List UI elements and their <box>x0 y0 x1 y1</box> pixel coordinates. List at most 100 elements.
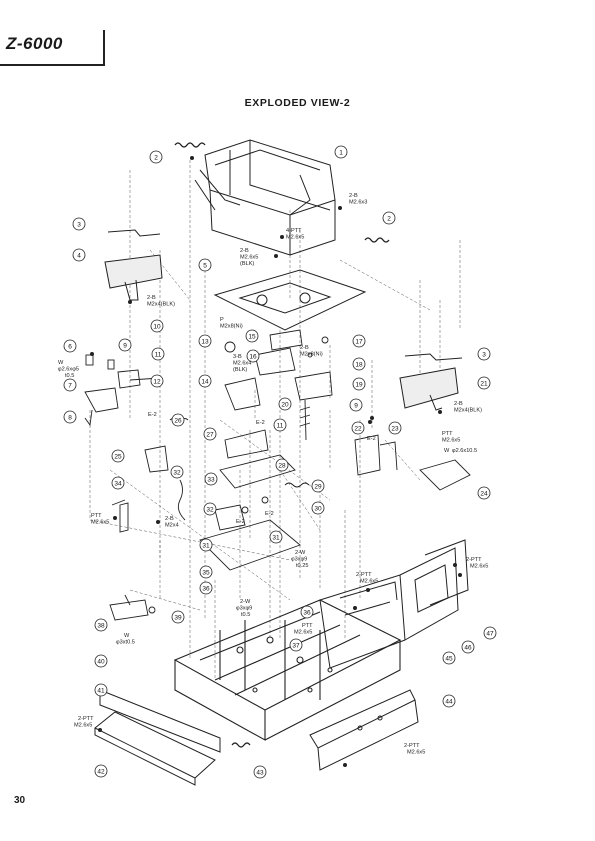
svg-text:39: 39 <box>174 615 182 622</box>
right-arm-21 <box>399 367 459 411</box>
svg-text:16: 16 <box>249 354 257 361</box>
svg-text:1: 1 <box>339 150 343 157</box>
center-mechanism <box>224 329 333 441</box>
left-assembly-parts <box>84 354 161 427</box>
svg-text:3: 3 <box>482 352 486 359</box>
svg-text:42: 42 <box>97 769 105 776</box>
label-e2: E-2 <box>148 412 157 418</box>
callout-7: 7 <box>63 378 77 392</box>
svg-text:33: 33 <box>207 477 215 484</box>
svg-text:E-2: E-2 <box>256 420 265 426</box>
svg-text:13: 13 <box>201 339 209 346</box>
callout-45: 45 <box>442 651 456 665</box>
left-arm-4 <box>104 254 163 301</box>
callout-32: 32 <box>203 502 217 516</box>
svg-text:29: 29 <box>314 484 322 491</box>
side-panels-41-42 <box>94 689 221 786</box>
callout-33: 33 <box>204 472 218 486</box>
screws <box>90 156 462 767</box>
callout-3: 3 <box>477 347 491 361</box>
svg-text:36: 36 <box>303 610 311 617</box>
svg-text:2: 2 <box>154 155 158 162</box>
callout-3: 3 <box>72 217 86 231</box>
svg-text:11: 11 <box>155 352 162 359</box>
svg-text:31: 31 <box>272 535 280 542</box>
callout-44: 44 <box>442 694 456 708</box>
svg-text:7: 7 <box>68 383 72 390</box>
callout-27: 27 <box>203 427 217 441</box>
svg-text:10: 10 <box>153 324 161 331</box>
callout-21: 21 <box>477 376 491 390</box>
label-e2: E-2 <box>236 519 245 525</box>
svg-text:32: 32 <box>173 470 181 477</box>
svg-text:36: 36 <box>202 586 210 593</box>
main-chassis-40 <box>173 599 402 741</box>
label-e2: E-2 <box>367 436 376 442</box>
callout-9: 9 <box>349 398 363 412</box>
callout-38: 38 <box>94 618 108 632</box>
svg-text:18: 18 <box>355 362 363 369</box>
callout-16: 16 <box>246 349 260 363</box>
callout-9: 9 <box>118 338 132 352</box>
callout-23: 23 <box>388 421 402 435</box>
rear-bracket-44 <box>309 689 419 771</box>
lever-38-39 <box>109 594 156 621</box>
callout-11: 11 <box>273 418 287 432</box>
callout-26: 26 <box>171 413 185 427</box>
callout-14: 14 <box>198 374 212 388</box>
svg-text:9: 9 <box>123 343 127 350</box>
callout-6: 6 <box>63 339 77 353</box>
callout-4: 4 <box>72 248 86 262</box>
callout-41: 41 <box>94 683 108 697</box>
callout-24: 24 <box>477 486 491 500</box>
callout-40: 40 <box>94 654 108 668</box>
part-callouts: 1 2 2 3 3 4 5 6 7 8 9 9 10 11 11 12 13 1… <box>63 145 497 779</box>
label-e2: E-2 <box>265 511 274 517</box>
callout-47: 47 <box>483 626 497 640</box>
mid-lower-parts <box>111 418 310 571</box>
svg-text:40: 40 <box>97 659 105 666</box>
callout-43: 43 <box>253 765 267 779</box>
svg-text:8: 8 <box>68 415 72 422</box>
callout-42: 42 <box>94 764 108 778</box>
callout-31: 31 <box>199 538 213 552</box>
svg-text:21: 21 <box>480 381 488 388</box>
svg-text:3: 3 <box>77 222 81 229</box>
spring-43 <box>231 742 251 748</box>
svg-text:20: 20 <box>281 402 289 409</box>
label-e2: E-2 <box>256 420 265 426</box>
diagram-title: EXPLODED VIEW-2 <box>244 97 351 109</box>
svg-text:2-BM2.6x3: 2-BM2.6x3 <box>349 193 367 206</box>
svg-text:6: 6 <box>68 344 72 351</box>
callout-2: 2 <box>382 211 396 225</box>
assembly-guide-lines <box>89 160 461 680</box>
svg-text:Wφ2.6x10.5: Wφ2.6x10.5 <box>444 448 477 454</box>
callout-22: 22 <box>351 421 365 435</box>
page-number: 30 <box>14 795 26 806</box>
spring-2 <box>174 142 390 243</box>
bracket-3 <box>107 229 463 361</box>
callout-20: 20 <box>278 397 292 411</box>
callout-30: 30 <box>311 501 325 515</box>
